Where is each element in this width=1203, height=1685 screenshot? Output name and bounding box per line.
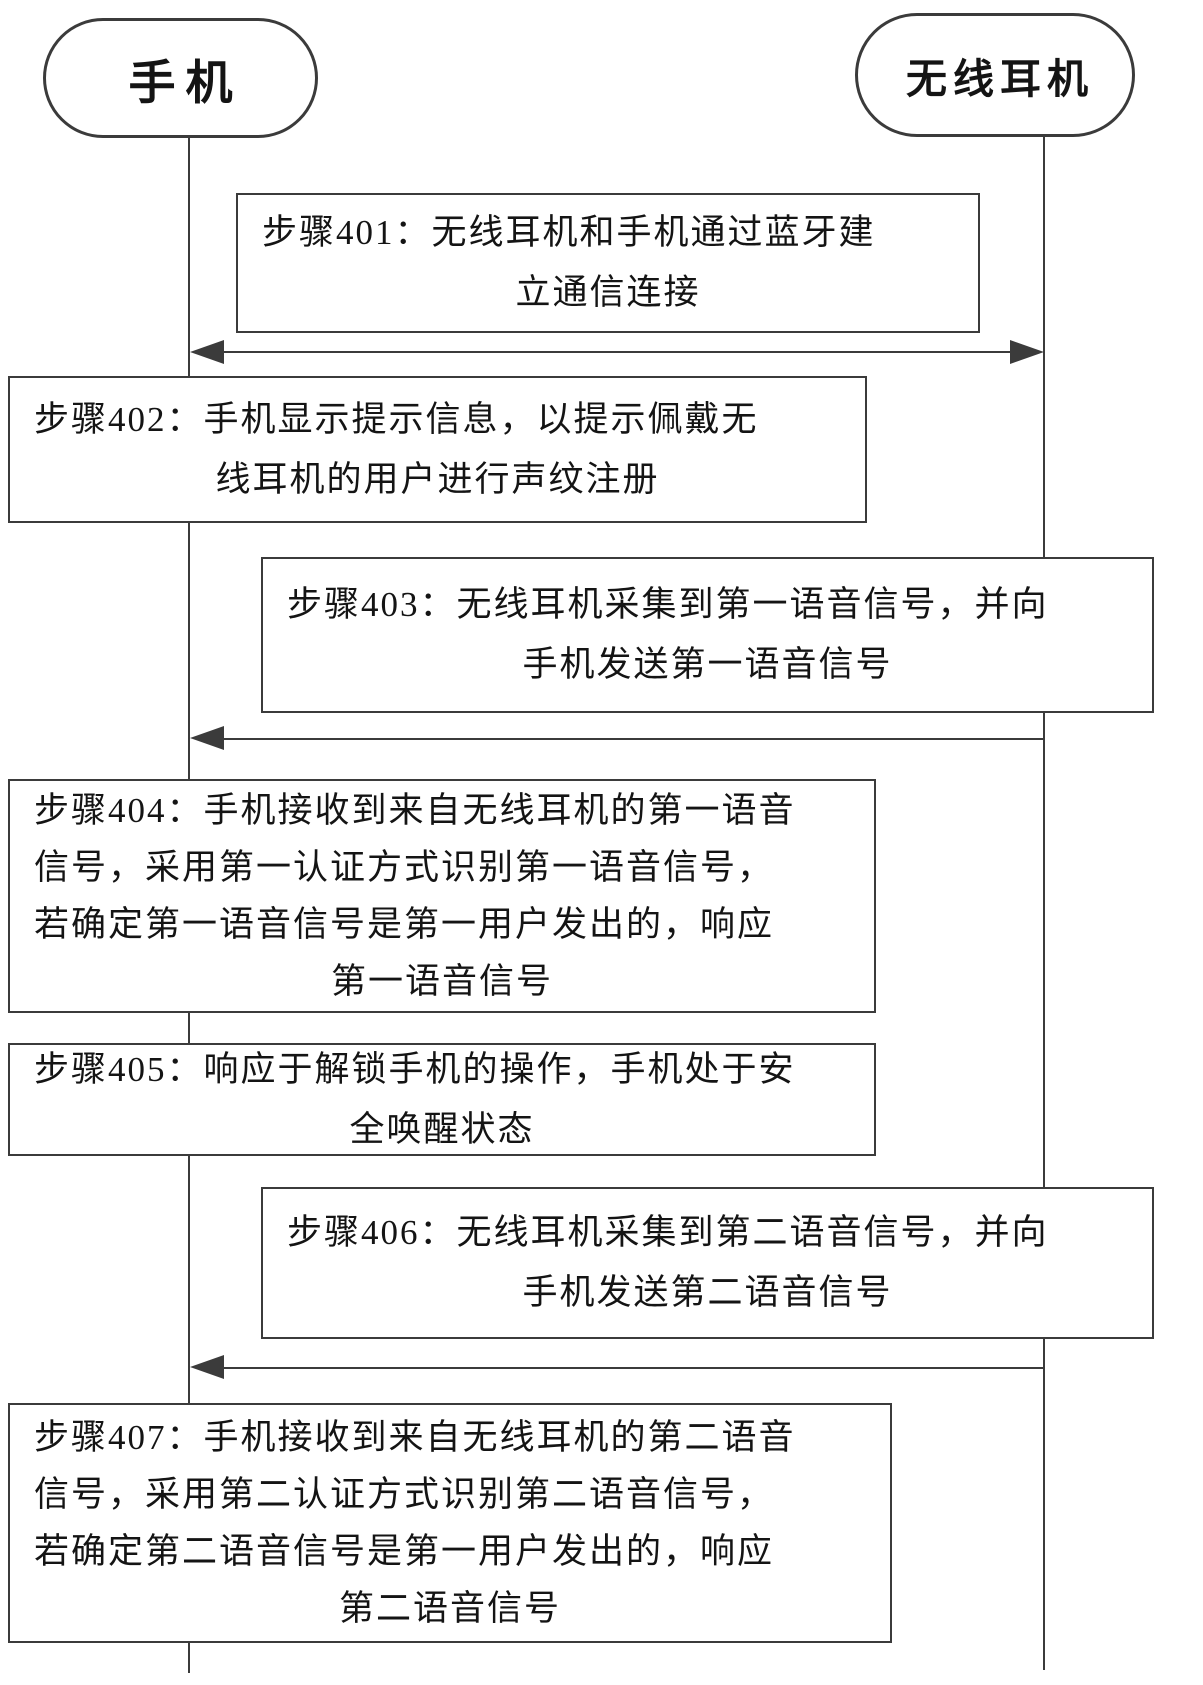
step-401-line-2: 立通信连接 [515, 273, 701, 312]
step-406-line-1: 步骤406：无线耳机采集到第二语音信号，并向 [287, 1213, 1049, 1252]
step-402-line-1: 步骤402：手机显示提示信息，以提示佩戴无 [34, 399, 759, 439]
actor-phone: 手机 [43, 18, 318, 138]
step-406-box: 步骤406：无线耳机采集到第二语音信号，并向 手机发送第二语音信号 [261, 1187, 1154, 1339]
step-407-line-2: 信号，采用第二认证方式识别第二语音信号， [34, 1475, 775, 1514]
lifeline-earbuds [1043, 136, 1045, 1670]
actor-phone-label: 手机 [128, 57, 243, 110]
step-406-line-2: 手机发送第二语音信号 [522, 1273, 893, 1312]
step-402-box: 步骤402：手机显示提示信息，以提示佩戴无 线耳机的用户进行声纹注册 [8, 376, 867, 523]
step-401-box: 步骤401：无线耳机和手机通过蓝牙建 立通信连接 [236, 193, 980, 333]
left-arrowhead-icon [190, 1355, 224, 1379]
step-403-box: 步骤403：无线耳机采集到第一语音信号，并向 手机发送第一语音信号 [261, 557, 1154, 713]
step-405-box: 步骤405：响应于解锁手机的操作，手机处于安 全唤醒状态 [8, 1043, 876, 1156]
arrow-second-voice-shaft [222, 1367, 1044, 1369]
step-404-line-3: 若确定第一语音信号是第一用户发出的，响应 [34, 905, 775, 944]
step-403-line-2: 手机发送第一语音信号 [522, 645, 893, 684]
actor-earbuds: 无线耳机 [855, 13, 1135, 137]
left-arrowhead-icon [190, 340, 224, 364]
step-407-line-1: 步骤407：手机接收到来自无线耳机的第二语音 [34, 1418, 796, 1457]
step-403-line-1: 步骤403：无线耳机采集到第一语音信号，并向 [287, 585, 1049, 624]
right-arrowhead-icon [1010, 340, 1044, 364]
arrow-first-voice-shaft [222, 738, 1044, 740]
step-404-line-2: 信号，采用第一认证方式识别第一语音信号， [34, 848, 775, 887]
step-401-line-1: 步骤401：无线耳机和手机通过蓝牙建 [262, 213, 876, 252]
step-407-line-3: 若确定第二语音信号是第一用户发出的，响应 [34, 1532, 775, 1571]
step-404-line-1: 步骤404：手机接收到来自无线耳机的第一语音 [34, 791, 796, 830]
actor-earbuds-label: 无线耳机 [906, 56, 1094, 102]
left-arrowhead-icon [190, 726, 224, 750]
step-405-line-1: 步骤405：响应于解锁手机的操作，手机处于安 [34, 1049, 796, 1089]
step-404-box: 步骤404：手机接收到来自无线耳机的第一语音 信号，采用第一认证方式识别第一语音… [8, 779, 876, 1013]
step-407-line-4: 第二语音信号 [338, 1589, 561, 1628]
step-407-box: 步骤407：手机接收到来自无线耳机的第二语音 信号，采用第二认证方式识别第二语音… [8, 1403, 892, 1643]
step-402-line-2: 线耳机的用户进行声纹注册 [215, 459, 660, 499]
step-405-line-2: 全唤醒状态 [349, 1109, 535, 1149]
step-404-line-4: 第一语音信号 [330, 962, 553, 1001]
arrow-bluetooth-shaft [222, 351, 1012, 353]
